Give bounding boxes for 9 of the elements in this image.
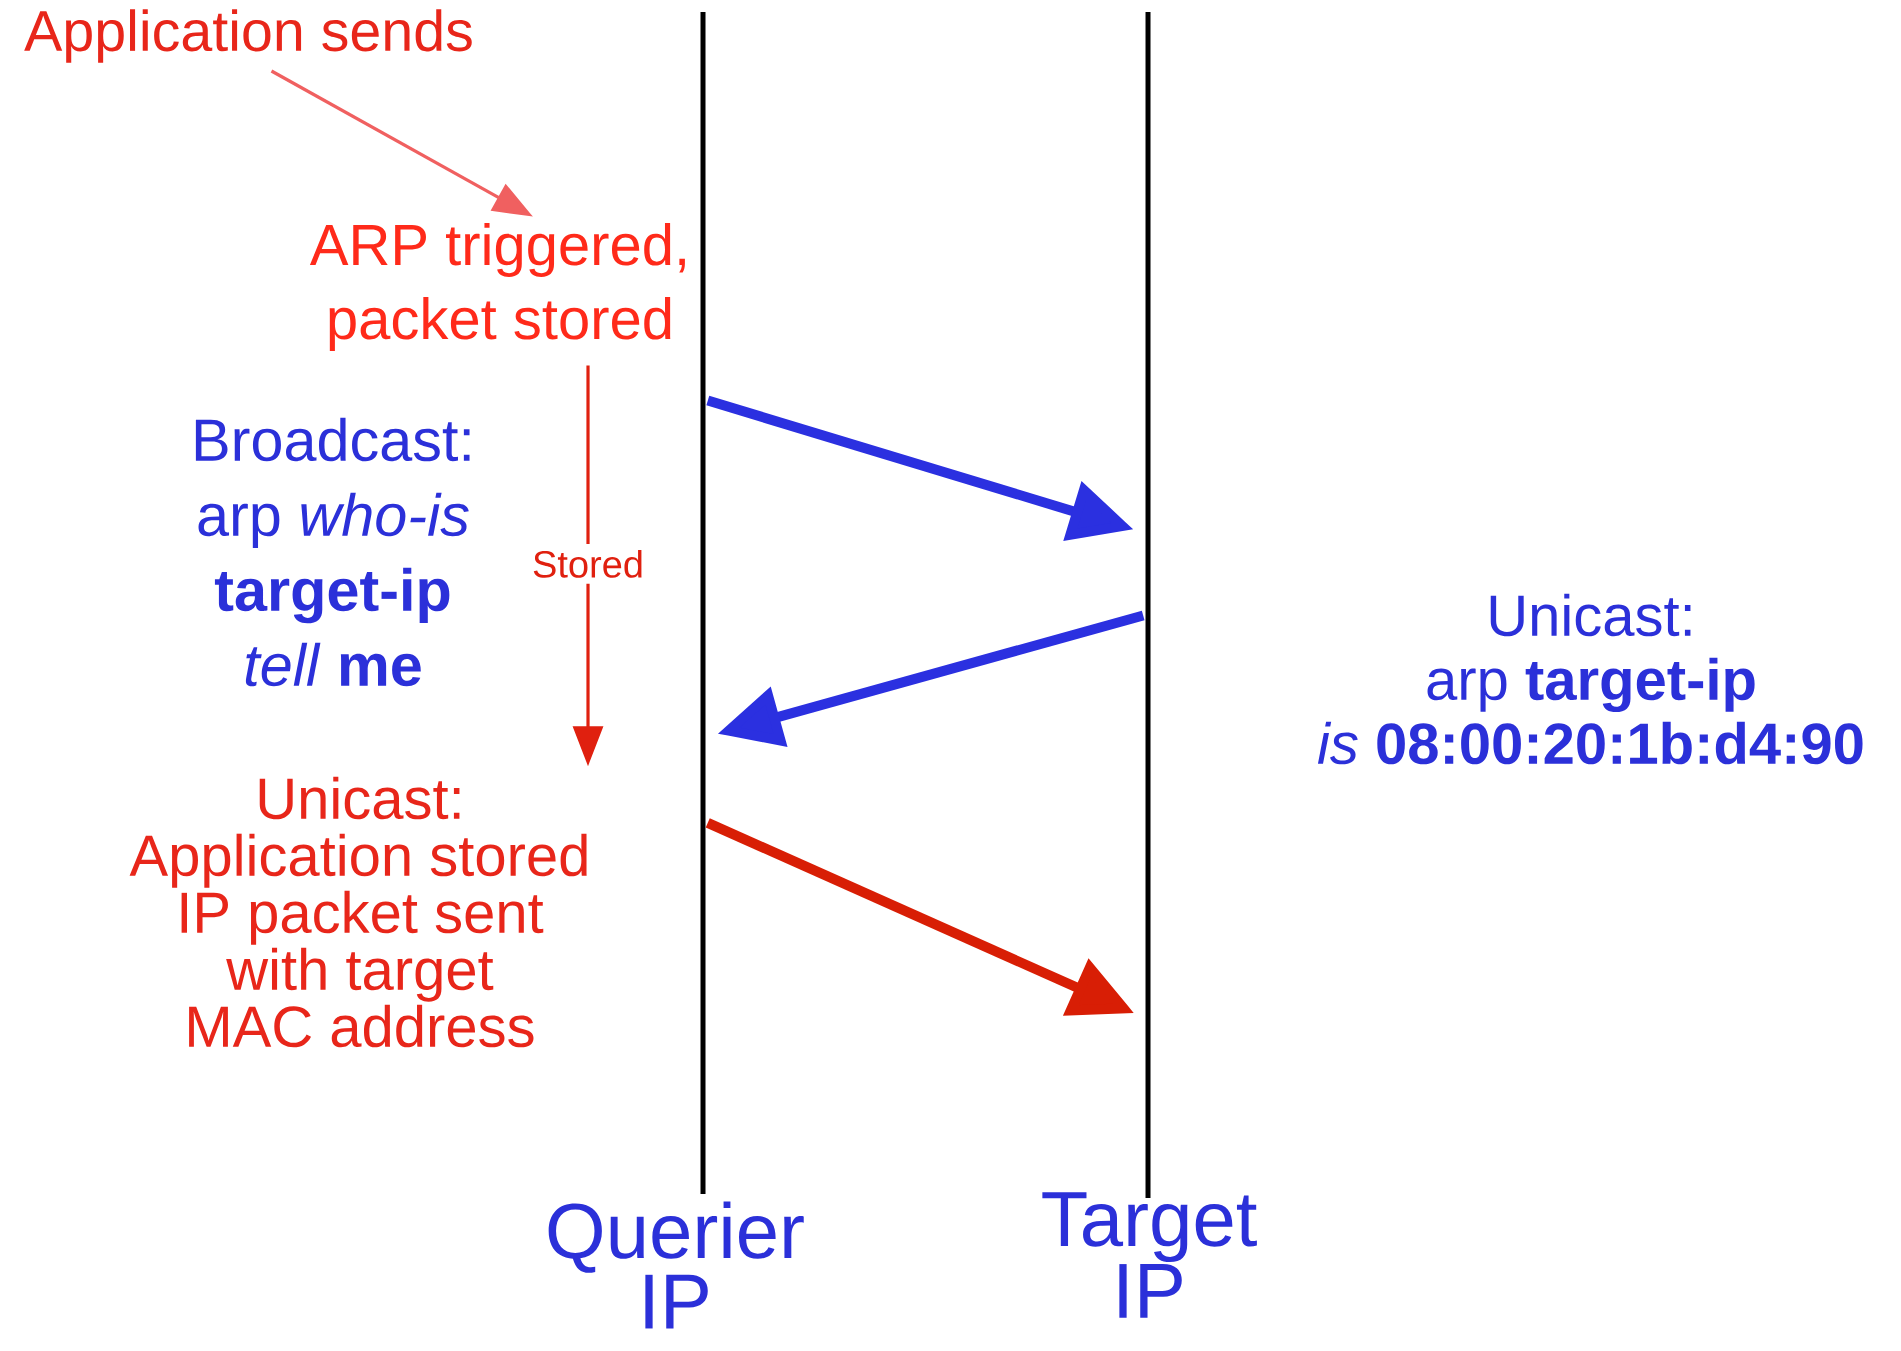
lifeline-label: Target IP (1042, 1192, 1257, 1318)
message-label: Unicast: arp target-ip is 08:00:20:1b:d4:90 (1317, 593, 1863, 765)
message-label: Broadcast: arp who-is target-ip tell me (195, 417, 470, 687)
lifeline-label: Querier IP (548, 1201, 804, 1329)
lifeline (700, 12, 706, 1194)
edge-label: Stored (526, 543, 650, 584)
annotation-text: ARP triggered, packet stored (309, 222, 685, 352)
annotation-text: Application sends (24, 9, 472, 63)
annotation-text: Unicast: Application stored IP packet sent with target MAC address (129, 776, 587, 1048)
